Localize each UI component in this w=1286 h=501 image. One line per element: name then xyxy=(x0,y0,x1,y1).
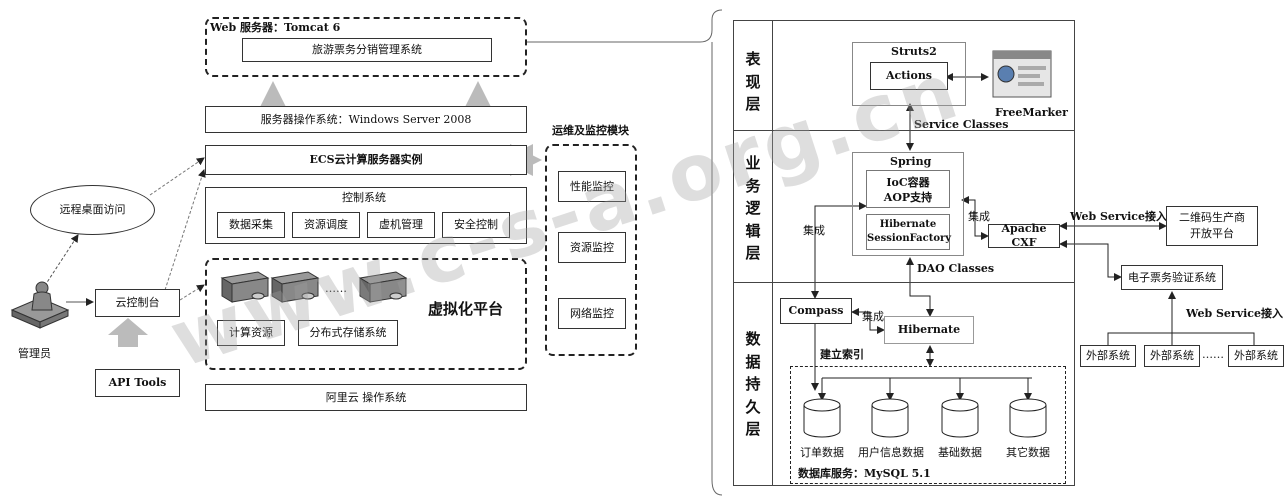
layer-column xyxy=(733,20,773,486)
browser-icon xyxy=(992,50,1052,98)
admin-icon xyxy=(10,281,70,329)
spring-box xyxy=(852,152,964,256)
qr-line1: 二维码生产商 xyxy=(1179,211,1245,224)
architecture-frame xyxy=(733,20,1075,486)
external-ellipsis: …… xyxy=(1202,348,1224,361)
admin-label: 管理员 xyxy=(18,347,51,360)
db-label-order: 订单数据 xyxy=(800,446,844,459)
layer-presentation: 表现层 xyxy=(745,50,761,113)
control-item-security: 安全控制 xyxy=(442,212,510,238)
storage-box: 分布式存储系统 xyxy=(298,320,398,346)
ws-access-label: Web Service接入 xyxy=(1186,307,1283,320)
virtual-platform-title: 虚拟化平台 xyxy=(428,300,504,318)
db-label-basic: 基础数据 xyxy=(938,446,982,459)
database-icon xyxy=(941,398,979,438)
qr-line2: 开放平台 xyxy=(1190,227,1234,240)
spring-title: Spring xyxy=(890,155,932,168)
web-server-container xyxy=(205,17,527,77)
external-system-box: 外部系统 xyxy=(1144,345,1200,367)
layer-divider xyxy=(733,282,1075,283)
struts-title: Struts2 xyxy=(891,45,937,58)
integrate-label: 集成 xyxy=(862,310,884,323)
virtual-platform-container xyxy=(205,258,527,370)
struts-box xyxy=(852,42,966,106)
integrate-label: 集成 xyxy=(803,224,825,237)
external-system-box: 外部系统 xyxy=(1080,345,1136,367)
aop-label: AOP支持 xyxy=(883,191,933,204)
ecs-box: ECS云计算服务器实例 xyxy=(205,145,527,175)
aliyun-os-box: 阿里云 操作系统 xyxy=(205,384,527,411)
service-classes-label: Service Classes xyxy=(914,118,1009,131)
eticket-box: 电子票务验证系统 xyxy=(1121,265,1223,290)
layer-divider xyxy=(733,130,1075,131)
os-box: 服务器操作系统：Windows Server 2008 xyxy=(205,106,527,133)
db-service-container xyxy=(790,366,1066,484)
ops-container xyxy=(545,144,637,356)
hibernate-box: Hibernate xyxy=(884,316,974,344)
ioc-label: IoC容器 xyxy=(886,176,930,189)
database-icon xyxy=(871,398,909,438)
ops-item-network: 网络监控 xyxy=(558,298,626,329)
ioc-aop-box: IoC容器 AOP支持 xyxy=(866,170,950,208)
actions-box: Actions xyxy=(870,62,948,90)
cloud-console-box: 云控制台 xyxy=(95,289,180,317)
hibernate-sessionfactory-box: Hibernate SessionFactory xyxy=(866,214,952,250)
ws-access-label: Web Service接入 xyxy=(1070,210,1167,223)
build-index-label: 建立索引 xyxy=(820,348,864,361)
ops-item-resource: 资源监控 xyxy=(558,232,626,263)
layer-persistence: 数据持久层 xyxy=(745,330,761,438)
compute-resource-box: 计算资源 xyxy=(217,320,285,346)
system-name-box: 旅游票务分销管理系统 xyxy=(242,38,492,62)
control-item-vm-manage: 虚机管理 xyxy=(367,212,435,238)
database-icon xyxy=(803,398,841,438)
ops-title: 运维及监控模块 xyxy=(552,124,629,137)
integrate-label: 集成 xyxy=(968,210,990,223)
server-icon xyxy=(270,271,320,303)
freemarker-label: FreeMarker xyxy=(995,106,1068,119)
apache-cxf-box: Apache CXF xyxy=(988,222,1060,249)
control-item-resource-schedule: 资源调度 xyxy=(292,212,360,238)
remote-desktop-ellipse: 远程桌面访问 xyxy=(30,185,155,235)
layer-business: 业务逻辑层 xyxy=(745,154,761,262)
hib-sf-line1: Hibernate xyxy=(879,219,937,230)
server-ellipsis: …… xyxy=(325,282,347,295)
server-icon xyxy=(358,271,408,303)
web-server-title: Web 服务器：Tomcat 6 xyxy=(210,21,341,34)
compass-box: Compass xyxy=(780,298,852,324)
control-title: 控制系统 xyxy=(342,191,386,204)
api-tools-box: API Tools xyxy=(95,369,180,397)
control-system-box xyxy=(205,187,527,244)
db-label-user: 用户信息数据 xyxy=(858,446,924,459)
database-icon xyxy=(1009,398,1047,438)
dao-classes-label: DAO Classes xyxy=(917,262,995,275)
external-system-box: 外部系统 xyxy=(1228,345,1284,367)
qr-platform-box: 二维码生产商 开放平台 xyxy=(1166,206,1258,246)
server-icon xyxy=(220,271,270,303)
db-label-other: 其它数据 xyxy=(1006,446,1050,459)
hib-sf-line2: SessionFactory xyxy=(867,233,952,244)
ops-item-performance: 性能监控 xyxy=(558,171,626,202)
db-service-label: 数据库服务：MySQL 5.1 xyxy=(798,467,931,480)
control-item-data-collect: 数据采集 xyxy=(217,212,285,238)
